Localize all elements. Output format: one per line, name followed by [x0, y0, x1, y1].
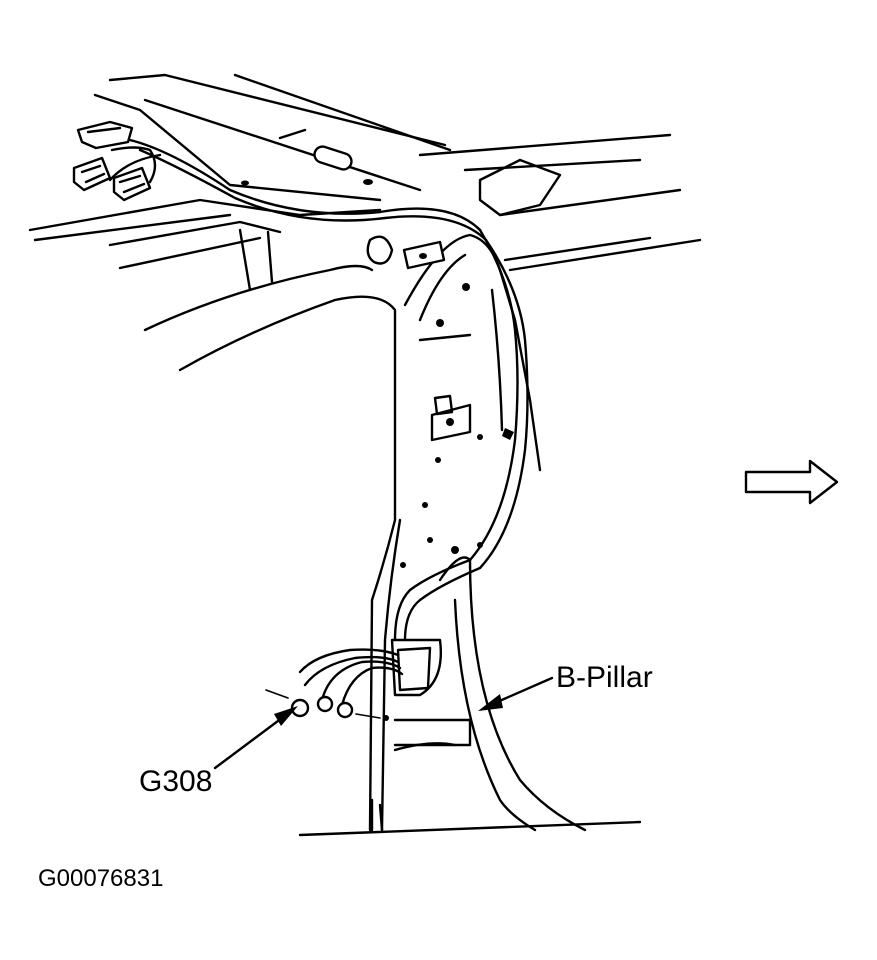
ground-terminals	[265, 638, 442, 721]
harness-connectors	[72, 120, 488, 242]
b-pillar-leader-arrow	[478, 676, 554, 711]
b-pillar-body	[143, 233, 642, 837]
wiring-harness	[393, 228, 529, 642]
roof-rail	[28, 73, 702, 292]
figure-id-label: G00076831	[38, 865, 164, 892]
g308-leader-arrow	[213, 706, 298, 770]
g308-label: G308	[139, 765, 213, 798]
b-pillar-label: B-Pillar	[556, 661, 653, 694]
roof-slots	[241, 128, 373, 186]
pillar-holes	[366, 235, 514, 568]
right-arrow-outline-icon	[744, 459, 839, 505]
